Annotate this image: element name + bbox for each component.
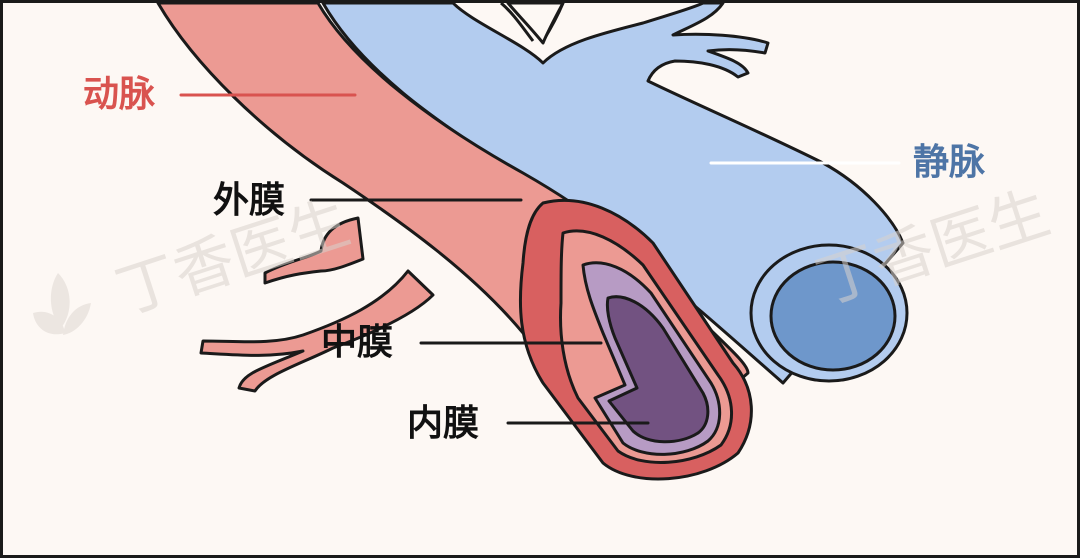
vein-label: 静脉 bbox=[913, 142, 986, 183]
blood-vessel-illustration bbox=[33, 3, 909, 481]
leader-lines bbox=[179, 93, 901, 425]
intima-label: 内膜 bbox=[407, 403, 480, 444]
artery-cross-section bbox=[518, 198, 753, 481]
artery-branches bbox=[199, 216, 435, 393]
vein-cross-section bbox=[749, 243, 909, 383]
media-label: 中膜 bbox=[321, 322, 394, 363]
watermark-logo-left bbox=[33, 273, 91, 335]
adventitia-label: 外膜 bbox=[213, 180, 286, 221]
artery-label: 动脉 bbox=[83, 74, 156, 115]
